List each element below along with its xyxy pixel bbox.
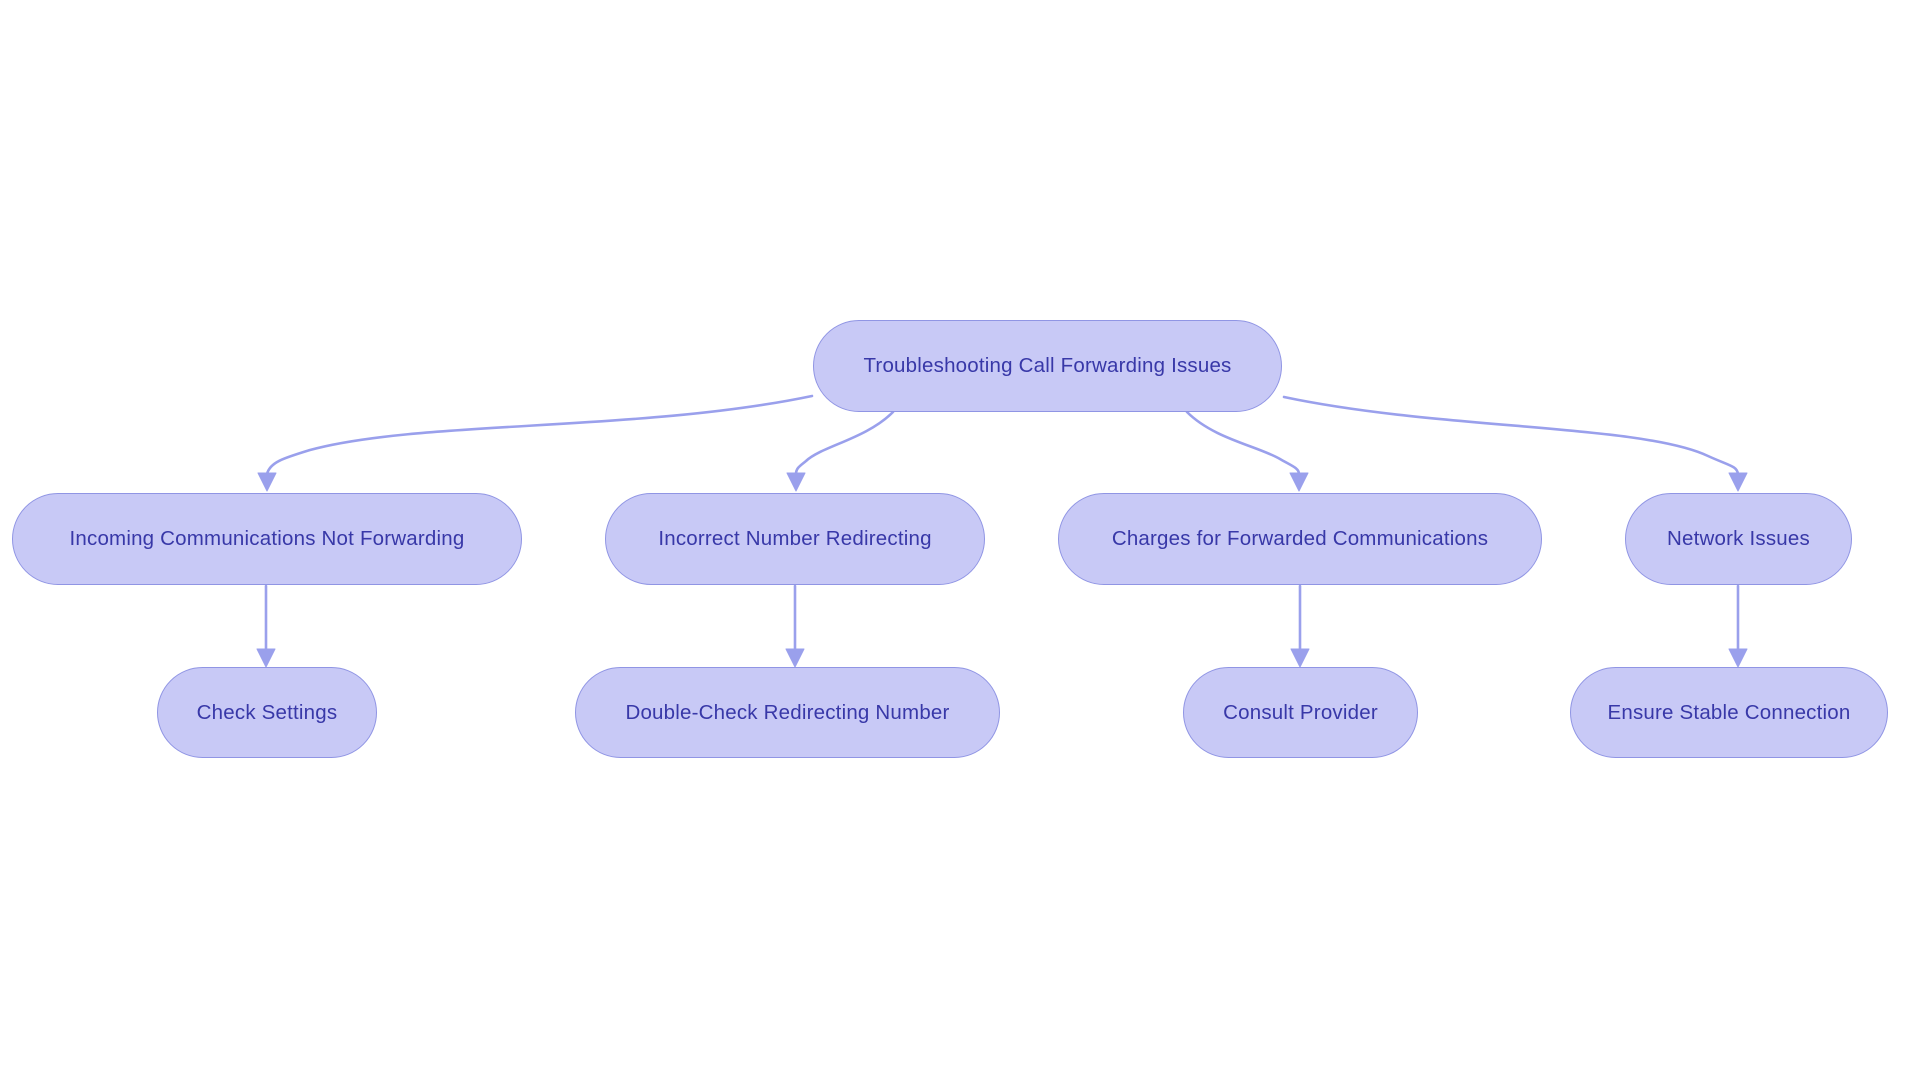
node-label: Troubleshooting Call Forwarding Issues	[863, 354, 1232, 377]
edge-root-c4	[1282, 395, 1740, 476]
node-label: Network Issues	[1667, 527, 1810, 550]
node-label: Check Settings	[196, 700, 338, 724]
node-label: Charges for Forwarded Communications	[1111, 527, 1489, 550]
edge-root-c2	[794, 410, 895, 476]
flowchart-node-incoming-communications-not-forwarding: Incoming Communications Not Forwarding	[12, 493, 522, 585]
arrowhead-root-c4	[1728, 472, 1748, 492]
arrowhead-c4-l4	[1728, 648, 1748, 668]
arrowhead-c3-l3	[1290, 648, 1310, 668]
arrowhead-c2-l2	[785, 648, 805, 668]
node-label: Double-Check Redirecting Number	[625, 700, 950, 724]
flowchart-node-check-settings: Check Settings	[157, 667, 377, 758]
flowchart-node-troubleshooting-call-forwarding-issues: Troubleshooting Call Forwarding Issues	[813, 320, 1282, 412]
flowchart-node-charges-for-forwarded-communications: Charges for Forwarded Communications	[1058, 493, 1542, 585]
node-label: Incoming Communications Not Forwarding	[69, 527, 465, 550]
flowchart-node-consult-provider: Consult Provider	[1183, 667, 1418, 758]
node-label: Consult Provider	[1223, 700, 1378, 724]
edge-root-c3	[1185, 410, 1301, 476]
flowchart-node-incorrect-number-redirecting: Incorrect Number Redirecting	[605, 493, 985, 585]
node-label: Ensure Stable Connection	[1607, 700, 1851, 724]
arrowhead-root-c1	[257, 472, 277, 492]
arrowhead-c1-l1	[256, 648, 276, 668]
flowchart-node-ensure-stable-connection: Ensure Stable Connection	[1570, 667, 1888, 758]
arrowhead-root-c2	[786, 472, 806, 492]
flowchart-node-double-check-redirecting-number: Double-Check Redirecting Number	[575, 667, 1000, 758]
node-label: Incorrect Number Redirecting	[658, 527, 932, 550]
edge-root-c1	[265, 394, 814, 476]
flowchart-node-network-issues: Network Issues	[1625, 493, 1852, 585]
arrowhead-root-c3	[1289, 472, 1309, 492]
